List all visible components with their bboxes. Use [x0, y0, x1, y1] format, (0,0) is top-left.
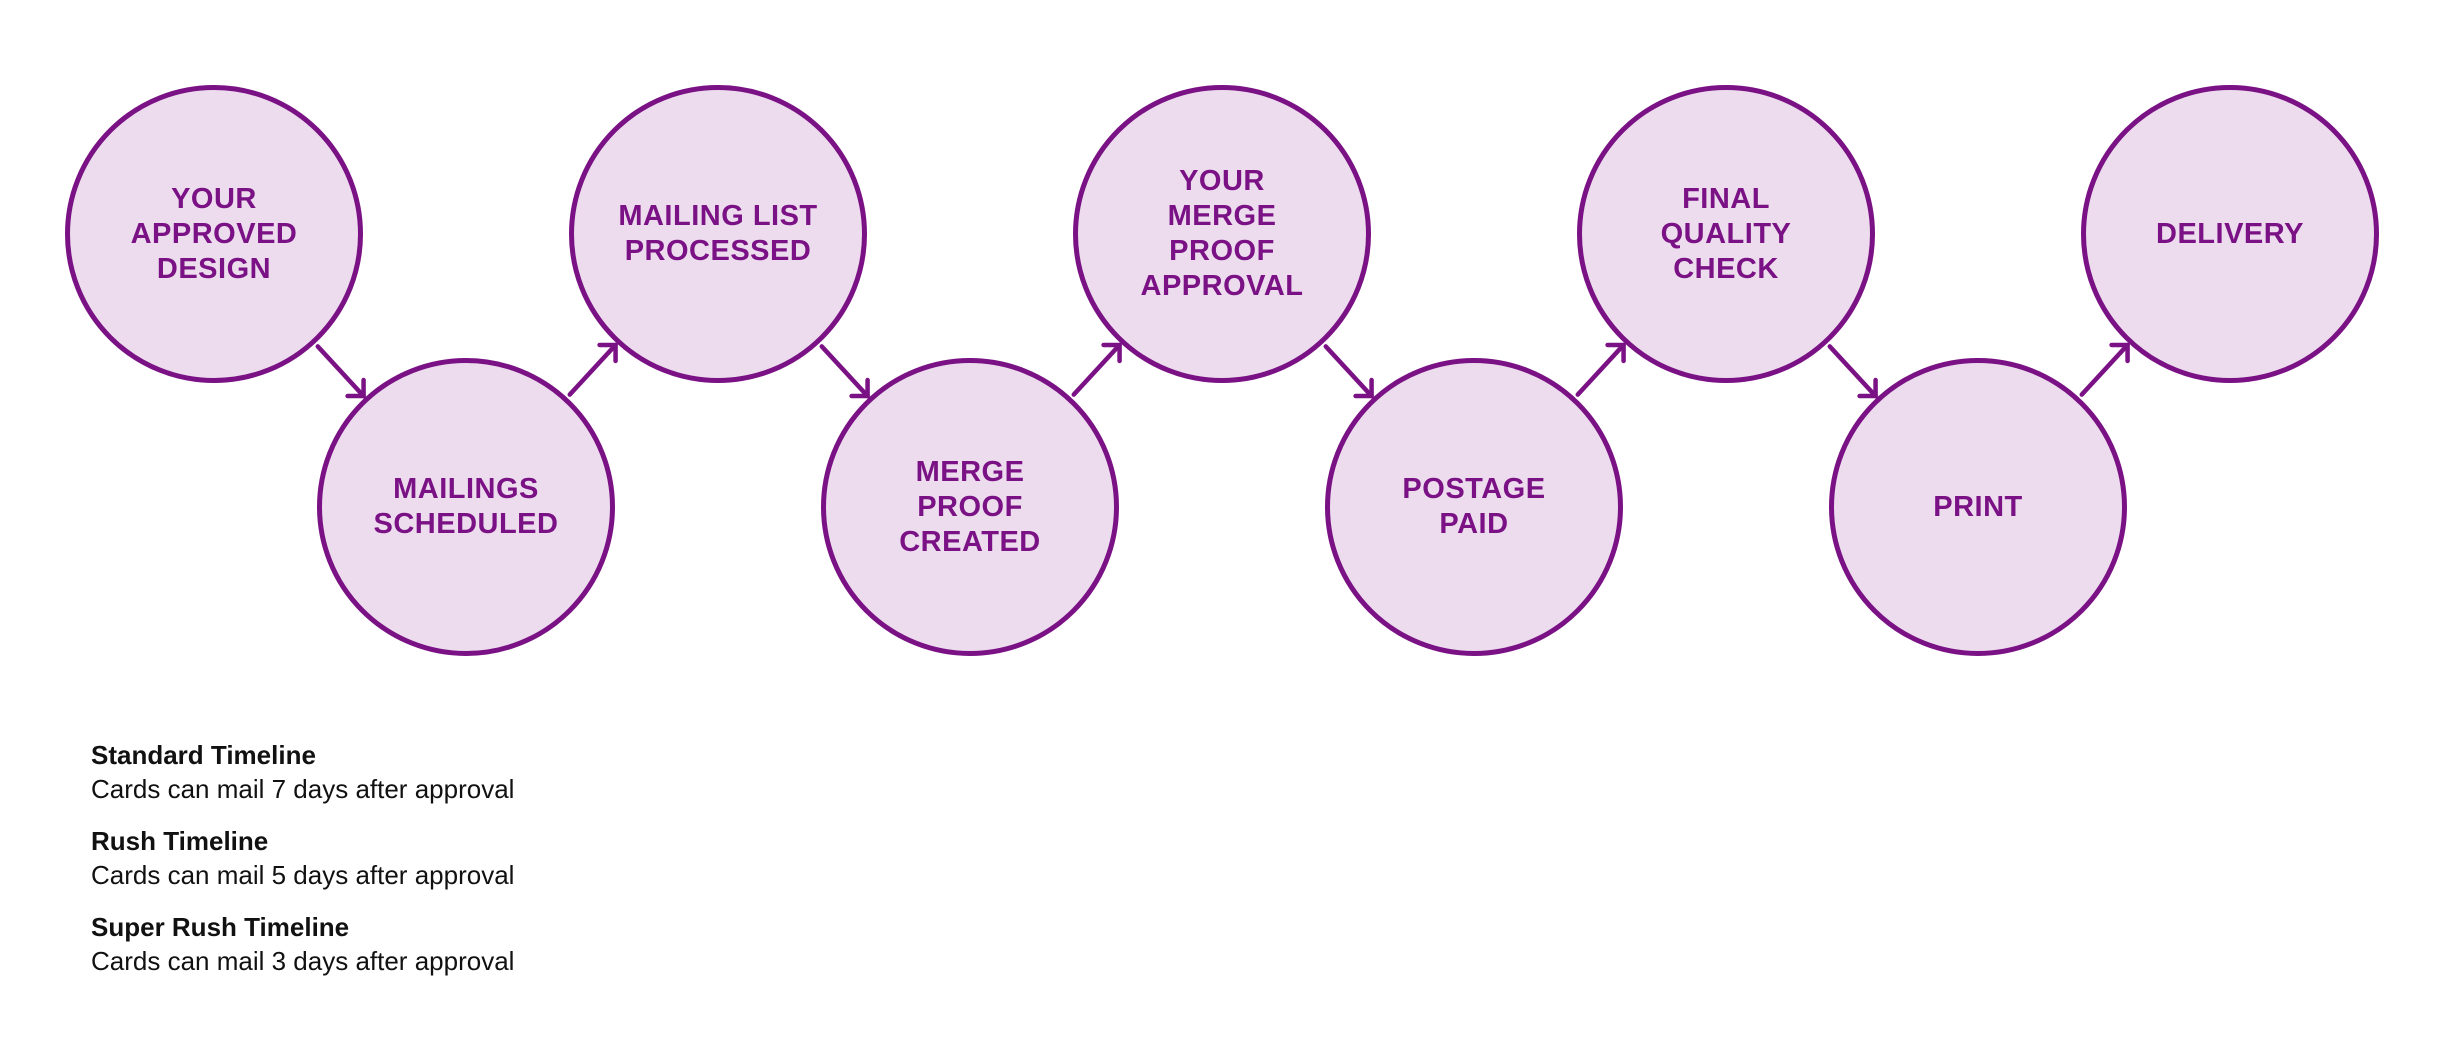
- flow-arrow-5: [1323, 344, 1374, 399]
- flow-arrow-7: [1827, 344, 1878, 399]
- step-label: DELIVERY: [2156, 217, 2304, 250]
- step-circle-1: YOUR APPROVED DESIGN: [65, 85, 363, 383]
- flow-arrow-3: [819, 344, 870, 399]
- timeline-description: Cards can mail 5 days after approval: [91, 860, 515, 890]
- step-label: FINAL QUALITY CHECK: [1660, 182, 1792, 285]
- process-flow-diagram: YOUR APPROVED DESIGN MAILINGS SCHEDULED MA…: [65, 85, 2379, 656]
- step-circle-7: FINAL QUALITY CHECK: [1577, 85, 1875, 383]
- step-label: MAILINGS SCHEDULED: [373, 473, 559, 540]
- step-circle-9: DELIVERY: [2081, 85, 2379, 383]
- step-circle-8: PRINT: [1829, 358, 2127, 656]
- flow-arrows: [315, 342, 2130, 399]
- step-circle-6: POSTAGE PAID: [1325, 358, 1623, 656]
- step-label: MAILING LIST PROCESSED: [618, 200, 818, 267]
- step-label: MERGE PROOF CREATED: [899, 455, 1041, 558]
- timeline-description: Cards can mail 7 days after approval: [91, 774, 515, 804]
- step-circle-5: YOUR MERGE PROOF APPROVAL: [1073, 85, 1371, 383]
- flow-arrow-1: [315, 344, 366, 399]
- timeline-name: Standard Timeline: [91, 740, 316, 770]
- step-label: YOUR APPROVED DESIGN: [130, 182, 298, 285]
- flow-arrow-8: [2079, 342, 2130, 397]
- step-label: PRINT: [1933, 490, 2023, 523]
- timeline-name: Rush Timeline: [91, 826, 269, 856]
- step-circle-4: MERGE PROOF CREATED: [821, 358, 1119, 656]
- flow-arrow-6: [1575, 342, 1626, 397]
- flow-arrow-4: [1071, 342, 1122, 397]
- step-circle-2: MAILINGS SCHEDULED: [317, 358, 615, 656]
- timeline-name: Super Rush Timeline: [91, 912, 350, 942]
- step-circle-3: MAILING LIST PROCESSED: [569, 85, 867, 383]
- flow-arrow-2: [567, 342, 618, 397]
- timeline-description: Cards can mail 3 days after approval: [91, 946, 515, 976]
- step-label: YOUR MERGE PROOF APPROVAL: [1140, 165, 1304, 302]
- step-label: POSTAGE PAID: [1402, 473, 1546, 540]
